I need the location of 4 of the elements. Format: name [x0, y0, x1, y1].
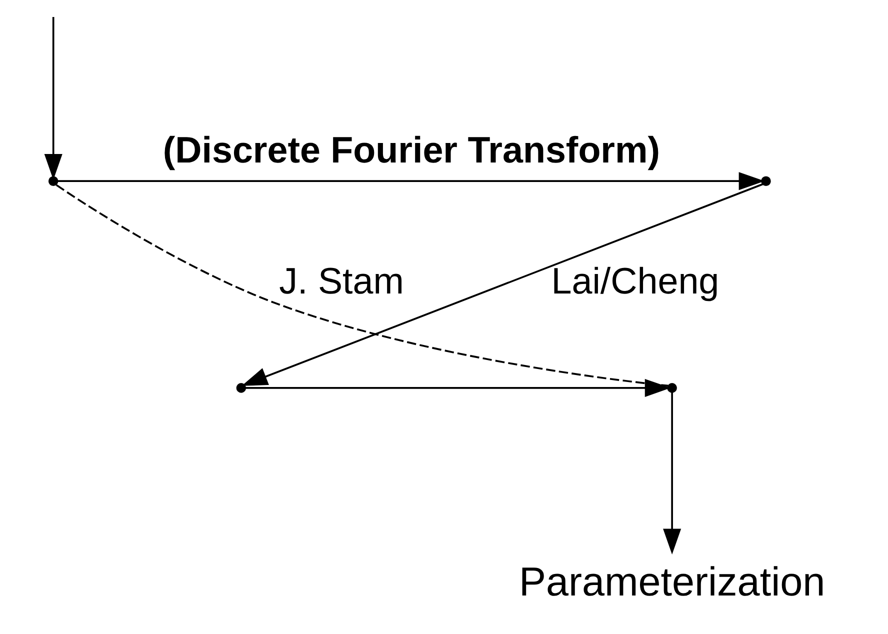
edge-label: J. Stam: [278, 260, 404, 302]
edge-label: Lai/Cheng: [550, 260, 719, 302]
edge-label: (Discrete Fourier Transform): [162, 130, 660, 171]
node-text: Parameterization: [518, 558, 825, 605]
